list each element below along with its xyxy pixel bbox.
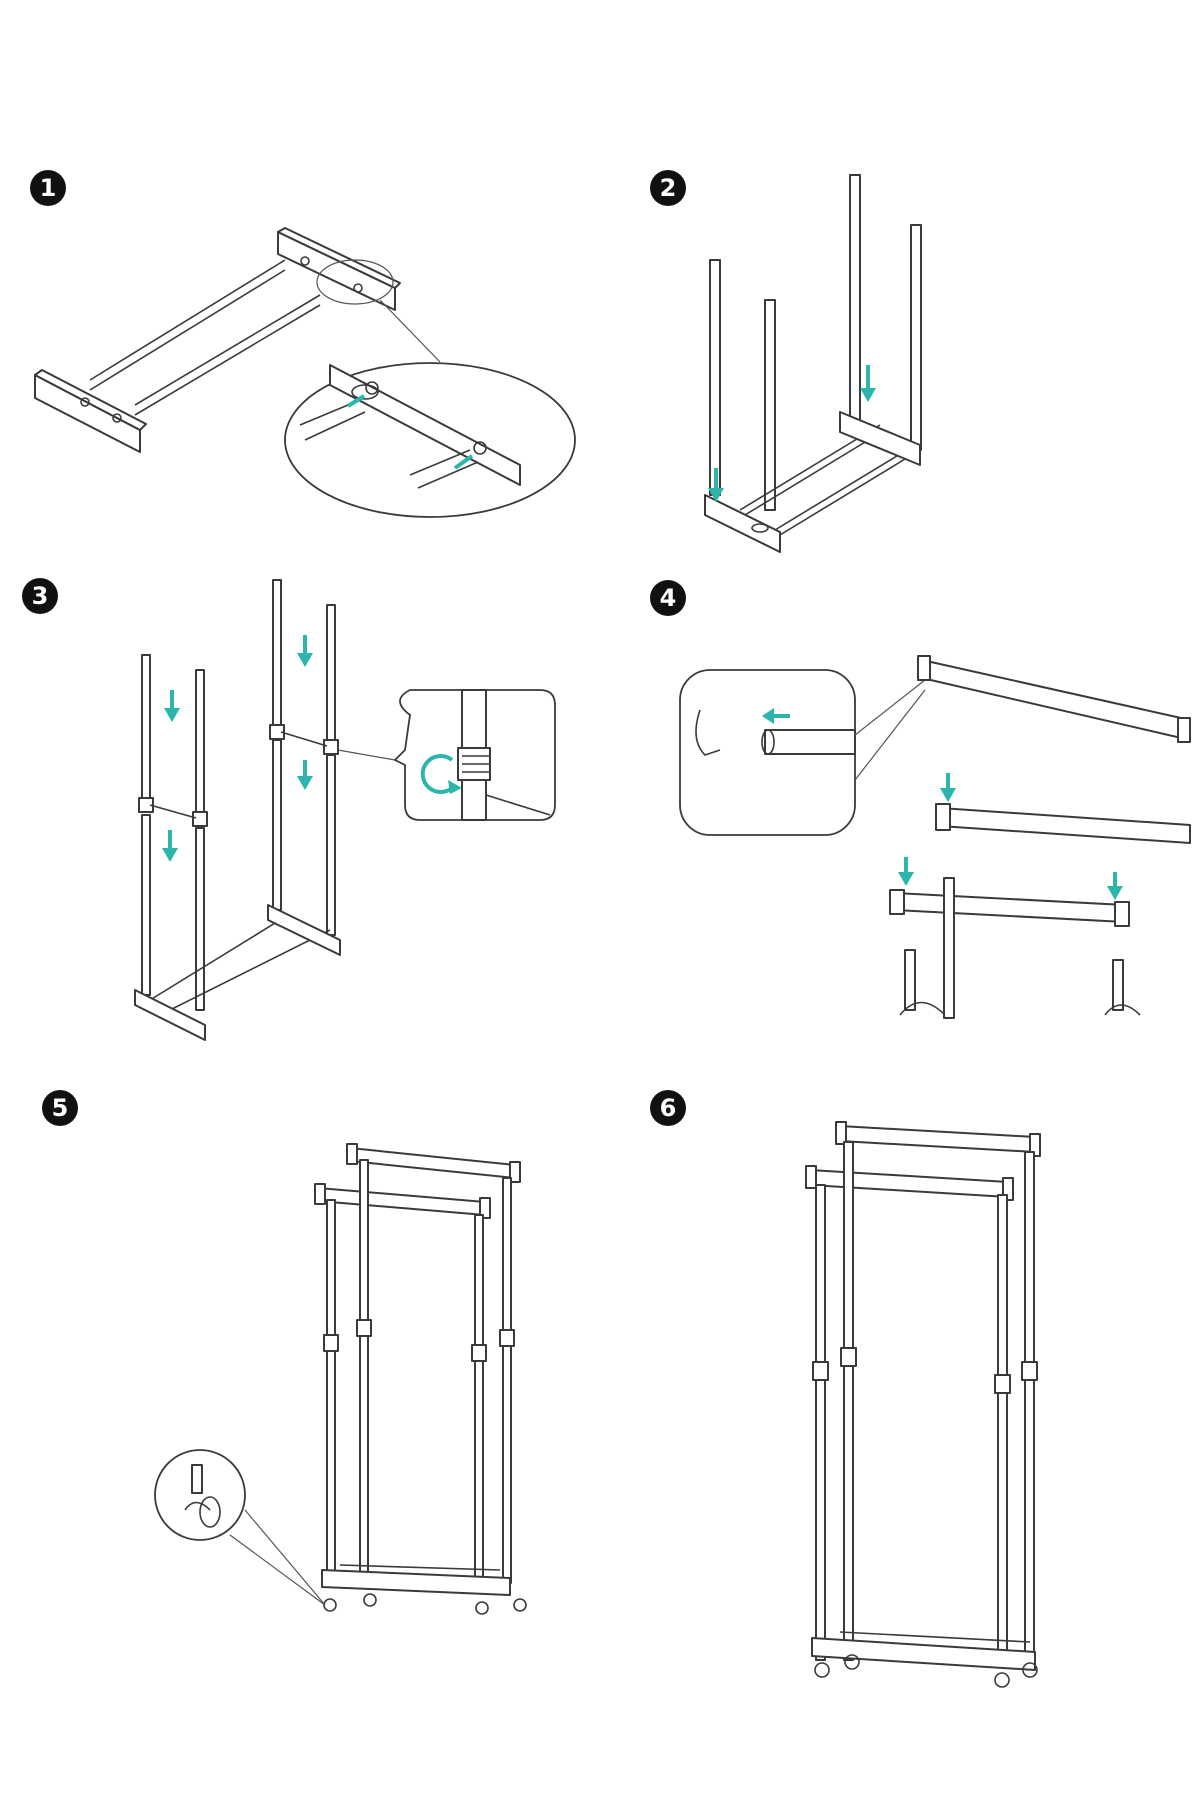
step-3-panel: 3: [0, 560, 600, 1060]
step-4-badge: 4: [650, 580, 686, 616]
step-2-badge: 2: [650, 170, 686, 206]
step-2-panel: 2: [600, 150, 1200, 650]
step-1-badge: 1: [30, 170, 66, 206]
step-5-badge: 5: [42, 1090, 78, 1126]
attach-casters-icon: [154, 1143, 527, 1615]
step-5-panel: 5: [0, 1070, 600, 1615]
finished-garment-rack-icon: [805, 1121, 1041, 1688]
extend-telescopic-poles-icon: [134, 579, 556, 1041]
step-6-badge: 6: [650, 1090, 686, 1126]
attach-hanging-rails-icon: [679, 655, 1191, 1019]
step-3-badge: 3: [22, 578, 58, 614]
insert-vertical-poles-icon: [704, 174, 922, 553]
step-1-panel: 1: [0, 150, 600, 650]
base-frame-assembly-icon: [34, 227, 576, 518]
step-6-panel: 6: [600, 1070, 1200, 1688]
step-4-panel: 4: [600, 560, 1200, 1060]
